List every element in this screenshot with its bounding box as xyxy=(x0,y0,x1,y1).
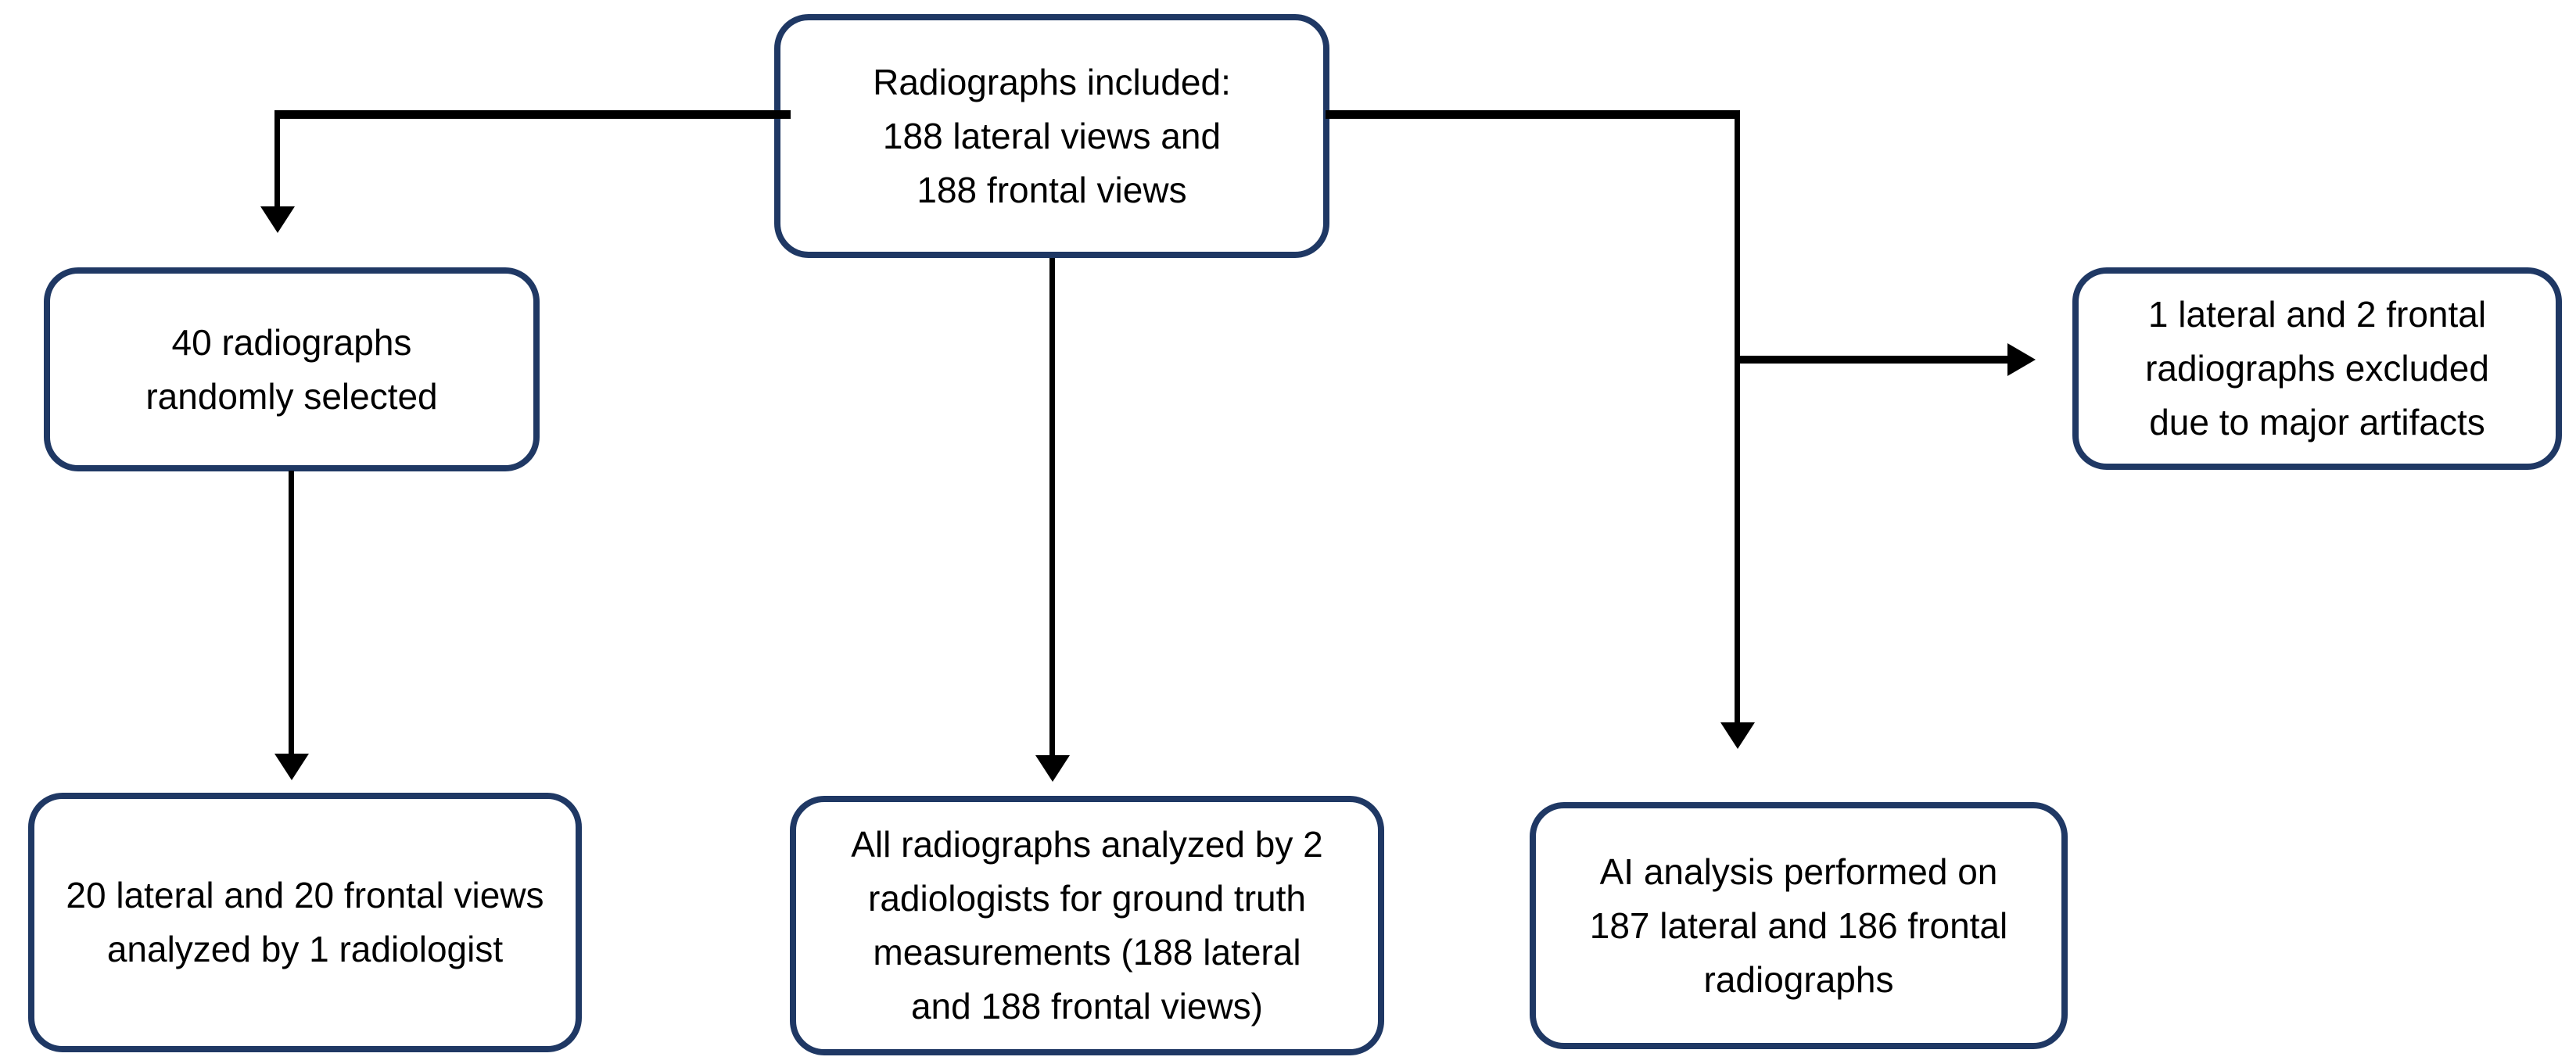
connector-included-to-ground-truth xyxy=(1049,258,1055,757)
node-excluded-artifacts-text: 1 lateral and 2 frontal radiographs excl… xyxy=(2145,294,2489,442)
connector-included-to-right-horizontal xyxy=(1326,110,1740,119)
node-radiographs-included: Radiographs included: 188 lateral views … xyxy=(774,14,1329,258)
connector-selected-to-one-radiologist xyxy=(289,471,294,755)
connector-included-to-selected-vertical xyxy=(274,110,280,208)
node-randomly-selected: 40 radiographs randomly selected xyxy=(44,267,540,471)
node-ground-truth: All radiographs analyzed by 2 radiologis… xyxy=(790,796,1384,1055)
arrowhead-to-selected xyxy=(260,206,295,233)
connector-right-vertical xyxy=(1735,110,1740,724)
arrowhead-to-ground-truth xyxy=(1035,755,1070,782)
connector-branch-to-excluded xyxy=(1737,356,2007,364)
arrowhead-to-one-radiologist xyxy=(274,754,309,780)
arrowhead-to-excluded xyxy=(2007,343,2036,376)
node-ground-truth-text: All radiographs analyzed by 2 radiologis… xyxy=(851,824,1323,1026)
arrowhead-to-ai-analysis xyxy=(1720,722,1755,749)
node-ai-analysis: AI analysis performed on 187 lateral and… xyxy=(1530,802,2068,1049)
node-one-radiologist-text: 20 lateral and 20 frontal views analyzed… xyxy=(66,875,544,969)
node-randomly-selected-text: 40 radiographs randomly selected xyxy=(145,321,438,417)
node-one-radiologist: 20 lateral and 20 frontal views analyzed… xyxy=(28,793,582,1052)
node-radiographs-included-text: Radiographs included: 188 lateral views … xyxy=(873,61,1231,210)
node-ai-analysis-text: AI analysis performed on 187 lateral and… xyxy=(1589,851,2008,1000)
connector-included-to-selected-horizontal xyxy=(274,110,791,119)
node-excluded-artifacts: 1 lateral and 2 frontal radiographs excl… xyxy=(2072,267,2562,470)
